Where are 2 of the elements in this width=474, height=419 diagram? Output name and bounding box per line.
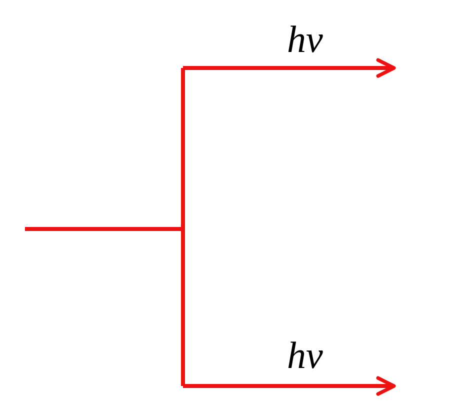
energy-label: hν bbox=[287, 336, 323, 376]
energy-label: hν bbox=[287, 20, 323, 60]
